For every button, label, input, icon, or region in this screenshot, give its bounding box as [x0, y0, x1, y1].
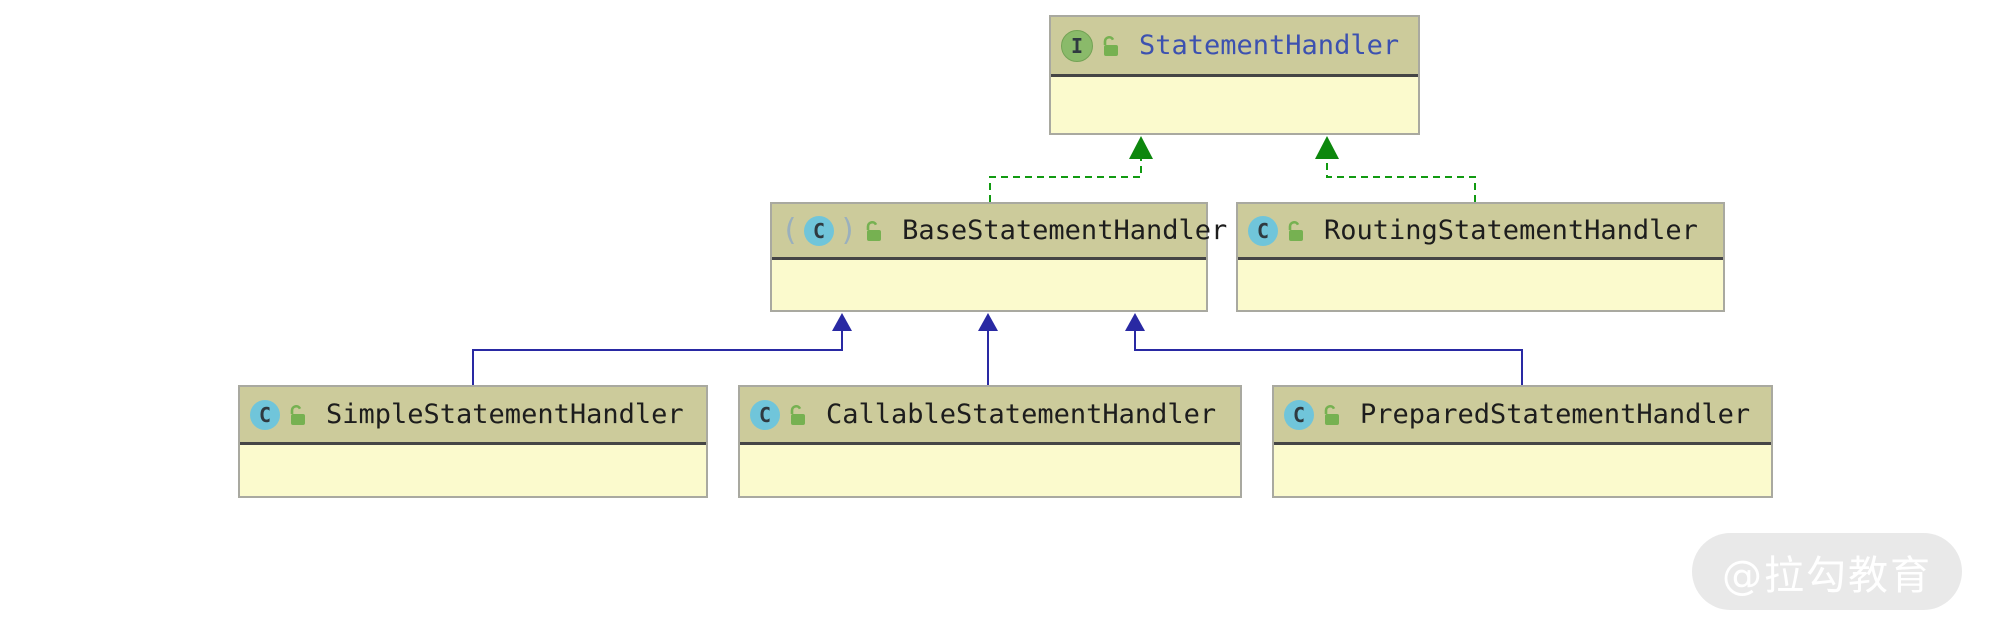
abstract-paren-right: ) [839, 212, 858, 248]
class-header: C SimpleStatementHandler [240, 387, 706, 445]
class-header: C PreparedStatementHandler [1274, 387, 1771, 445]
icon-group: C [250, 399, 308, 430]
class-box-simplestatementhandler[interactable]: C SimpleStatementHandler [238, 385, 708, 498]
class-header: C CallableStatementHandler [740, 387, 1240, 445]
class-name-label: CallableStatementHandler [826, 399, 1217, 430]
icon-group: I [1061, 29, 1121, 62]
unlocked-icon [1324, 404, 1339, 425]
class-box-statementhandler[interactable]: I StatementHandler [1049, 15, 1420, 135]
extends-arrowhead [832, 313, 852, 331]
class-icon: C [1248, 215, 1278, 246]
implements-arrowhead [1129, 136, 1153, 159]
class-members-compartment [740, 445, 1240, 496]
abstract-paren-left: ( [781, 212, 800, 248]
extends-arrowhead [1125, 313, 1145, 331]
class-members-compartment [240, 445, 706, 496]
extends-edge-prepared-to-base [1134, 331, 1523, 385]
class-box-callablestatementhandler[interactable]: C CallableStatementHandler [738, 385, 1242, 498]
class-header: C RoutingStatementHandler [1238, 204, 1723, 260]
class-header: ( C ) BaseStatementHandler [772, 204, 1227, 260]
implements-arrowhead [1315, 136, 1339, 159]
extends-arrowhead [978, 313, 998, 331]
class-name-label: PreparedStatementHandler [1360, 399, 1751, 430]
icon-group: ( C ) [781, 212, 884, 248]
implements-edge-routing-to-statementhandler [1326, 159, 1476, 202]
class-icon: C [750, 399, 780, 430]
unlocked-icon [790, 404, 805, 425]
class-name-label: SimpleStatementHandler [326, 399, 684, 430]
interface-icon: I [1061, 29, 1093, 62]
class-members-compartment [772, 260, 1206, 310]
class-icon: C [250, 399, 280, 430]
class-members-compartment [1051, 77, 1418, 133]
class-box-basestatementhandler[interactable]: ( C ) BaseStatementHandler [770, 202, 1227, 312]
class-members-compartment [1238, 260, 1723, 310]
icon-group: C [1284, 399, 1342, 430]
class-box-preparedstatementhandler[interactable]: C PreparedStatementHandler [1272, 385, 1773, 498]
unlocked-icon [866, 220, 882, 241]
extends-edge-simple-to-base [472, 331, 843, 385]
unlocked-icon [1103, 35, 1118, 56]
class-header: I StatementHandler [1051, 17, 1418, 77]
class-icon: C [1284, 399, 1314, 430]
unlocked-icon [1288, 220, 1303, 241]
class-members-compartment [1274, 445, 1771, 496]
implements-edge-base-to-statementhandler [989, 159, 1142, 202]
unlocked-icon [290, 404, 305, 425]
watermark-badge: @拉勾教育 [1692, 533, 1962, 610]
class-box-routingstatementhandler[interactable]: C RoutingStatementHandler [1236, 202, 1725, 312]
icon-group: C [750, 399, 808, 430]
class-name-label: BaseStatementHandler [902, 215, 1228, 246]
class-name-label: StatementHandler [1139, 30, 1400, 61]
class-name-label: RoutingStatementHandler [1324, 215, 1698, 246]
abstract-class-icon: C [804, 215, 835, 246]
icon-group: C [1248, 215, 1306, 246]
